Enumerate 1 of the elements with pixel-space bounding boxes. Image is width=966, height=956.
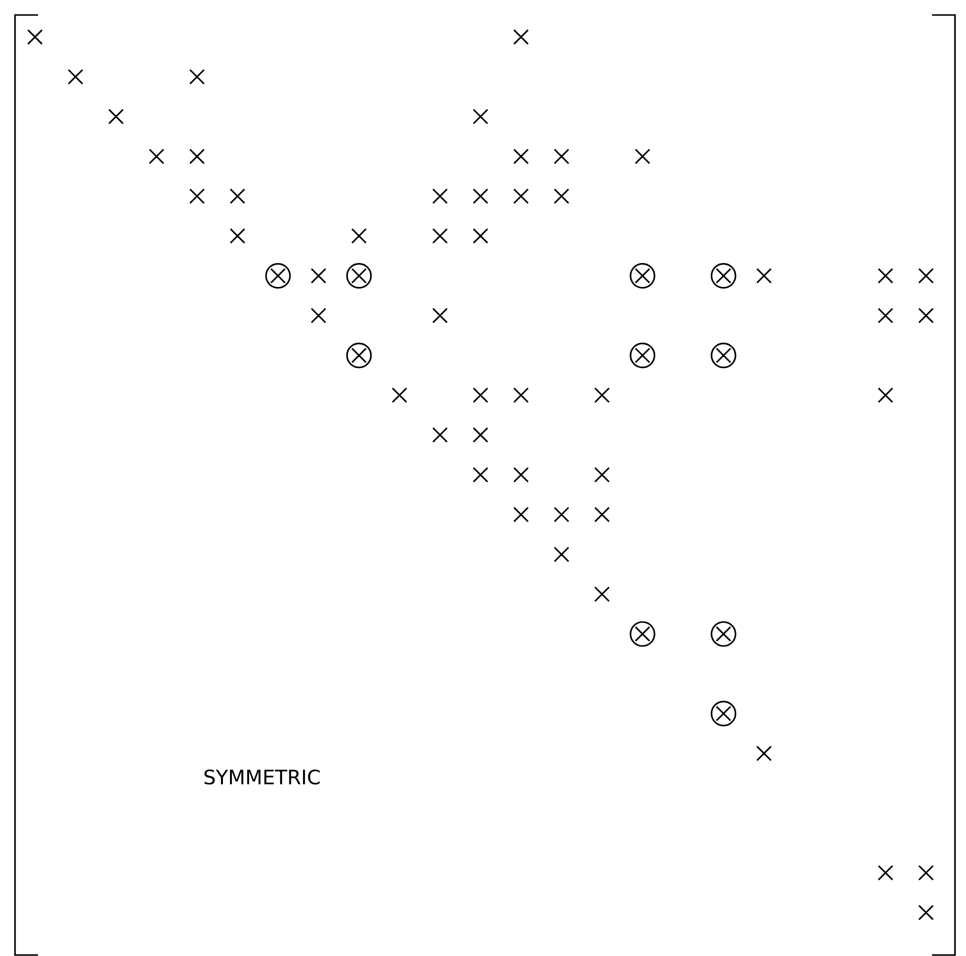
matrix-note: SYMMETRIC: [204, 769, 320, 785]
